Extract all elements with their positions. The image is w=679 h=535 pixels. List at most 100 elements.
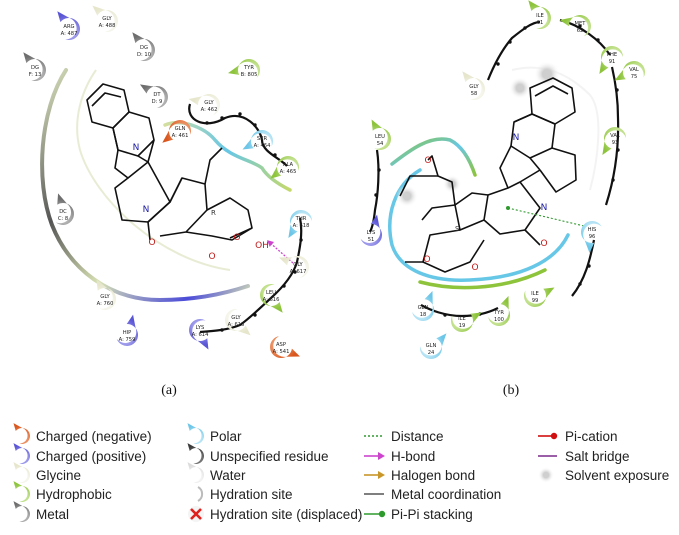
legend-label: H-bond [391,449,435,464]
legend-label: Hydration site [210,487,293,502]
residue-name: LYS [196,325,205,331]
negative-drop-icon [270,336,300,358]
residue-id: 100 [494,317,504,323]
displaced-cross-icon [188,506,204,522]
residue-name: GLN [175,126,186,132]
residue-id: A: 614 [192,332,209,338]
panel-a-backbone-dots [205,112,303,332]
residue-name: GLY [469,84,479,90]
legend-label: Pi-cation [565,429,618,444]
residue-id: A: 487 [61,31,78,37]
panel-a-ligand [86,83,253,241]
panel-b-pocket-outline-3 [418,268,547,290]
hydrophobic-drop-icon [614,61,645,81]
residue-name: GLY [100,294,110,300]
panel-a-pocket-outline-2 [163,120,292,192]
polar-drop-icon [581,221,602,254]
residue-name: VAL [610,133,620,139]
residue-id: 96 [589,234,596,240]
atom-label: N [541,203,548,213]
panel-a-label: (a) [161,383,177,398]
panel-b-backbone [369,18,620,318]
polar-drop-icon [288,210,312,239]
positive-drop-icon [360,214,382,246]
residue-name: GLY [204,100,214,106]
residue-id: 54 [377,141,384,147]
residue-id: 91 [609,59,616,65]
residue-name: DG [140,45,148,51]
hydrophobic-drop-icon [451,312,482,332]
residue-name: LEU [266,290,276,296]
hydrophobic-drop-icon [13,481,30,502]
metal-drop-icon [55,193,74,225]
residue-id: 19 [459,323,466,329]
panel-b-pocket-outline [388,168,570,282]
residue-id: B: 805 [241,72,258,78]
panel-a-residue-dc-10: DCC: 8 [55,193,74,225]
solvent-exposure-icon [538,467,554,483]
unspecified-drop-icon [187,443,204,464]
residue-name: ILE [536,13,544,19]
polar-drop-icon [412,291,434,321]
pi-pi-line-icon [364,510,386,518]
residue-name: THR [295,216,307,222]
positive-drop-icon [189,319,209,350]
atom-label: O [423,255,430,265]
residue-id: A: 488 [99,23,116,29]
glycine-drop-icon [96,279,116,310]
residue-id: 62 [577,28,584,34]
polar-drop-icon [420,333,447,359]
atom-label: N [143,205,150,215]
residue-name: ILE [458,316,466,322]
polar-drop-icon [187,423,204,444]
hydrophobic-drop-icon [488,296,510,326]
metal-drop-icon [13,501,30,522]
residue-name: HIP [123,330,132,336]
panel-b-atom-labels: N N O O O O S [423,133,547,273]
hydrophobic-drop-icon [260,284,283,313]
legend-label: Water [210,468,246,483]
panel-b-ligand [399,77,577,273]
positive-drop-icon [116,314,138,346]
glycine-drop-icon [279,256,309,278]
residue-id: 58 [471,91,478,97]
atom-label: O [208,252,215,262]
chiral-label: R [211,209,216,217]
positive-drop-icon [13,443,30,464]
legend-label: Distance [391,429,444,444]
residue-name: SER [257,136,268,142]
atom-label: O [540,239,547,249]
residue-name: VAL [629,67,639,73]
residue-name: ARG [63,24,74,30]
panel-a-atom-labels: N N O O O OH R [133,143,269,262]
panel-a-residue-dg-3: DGF: 13 [23,52,46,81]
legend-label: Halogen bond [391,468,475,483]
panel-b-pi-pi-stacking [507,207,585,227]
legend-label: Polar [210,429,242,444]
water-drop-icon [187,462,204,483]
residue-name: GLN [426,343,437,349]
polar-drop-icon [242,130,273,150]
residue-id: 93 [612,140,619,146]
residue-id: A: 541 [273,349,290,355]
atom-label: O [471,263,478,273]
panel-a-residue-dt-4: DTD: 9 [139,84,168,108]
